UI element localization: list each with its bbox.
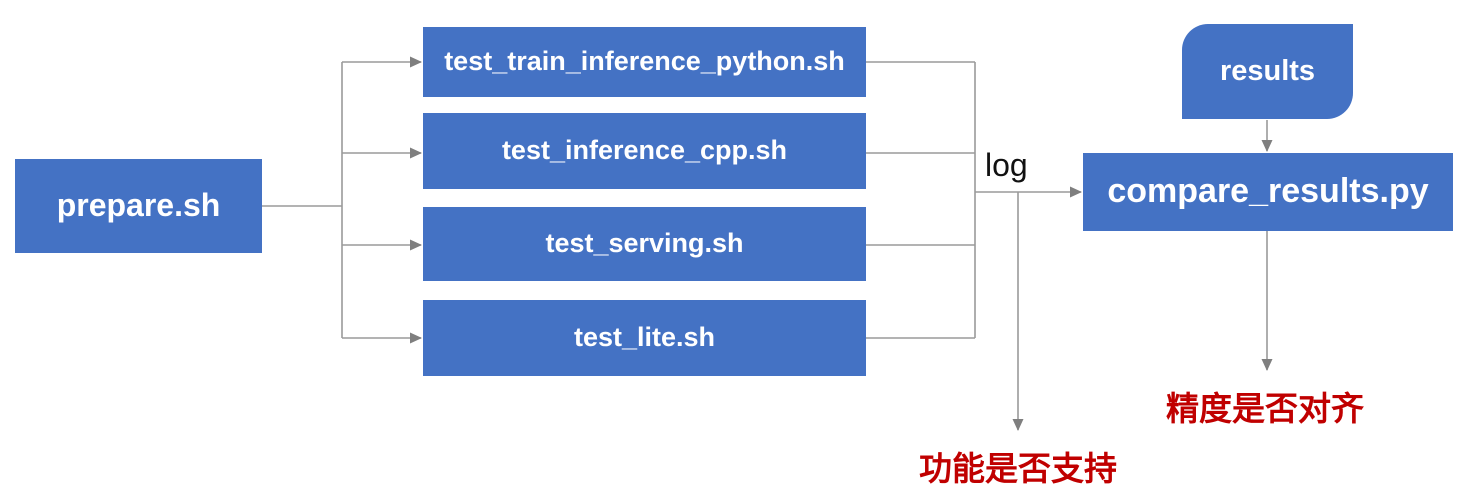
annotation-feature-support: 功能是否支持 <box>919 450 1117 487</box>
node-test-lite-sh: test_lite.sh <box>423 300 866 376</box>
node-test-serving-sh: test_serving.sh <box>423 207 866 281</box>
node-test-inference-cpp-sh: test_inference_cpp.sh <box>423 113 866 189</box>
node-compare-results-py: compare_results.py <box>1083 153 1453 231</box>
node-results: results <box>1182 24 1353 119</box>
node-prepare-sh: prepare.sh <box>15 159 262 253</box>
annotation-accuracy-alignment: 精度是否对齐 <box>1166 390 1364 427</box>
edge-label-log: log <box>985 147 1028 183</box>
node-test-train-inference-python-sh: test_train_inference_python.sh <box>423 27 866 97</box>
